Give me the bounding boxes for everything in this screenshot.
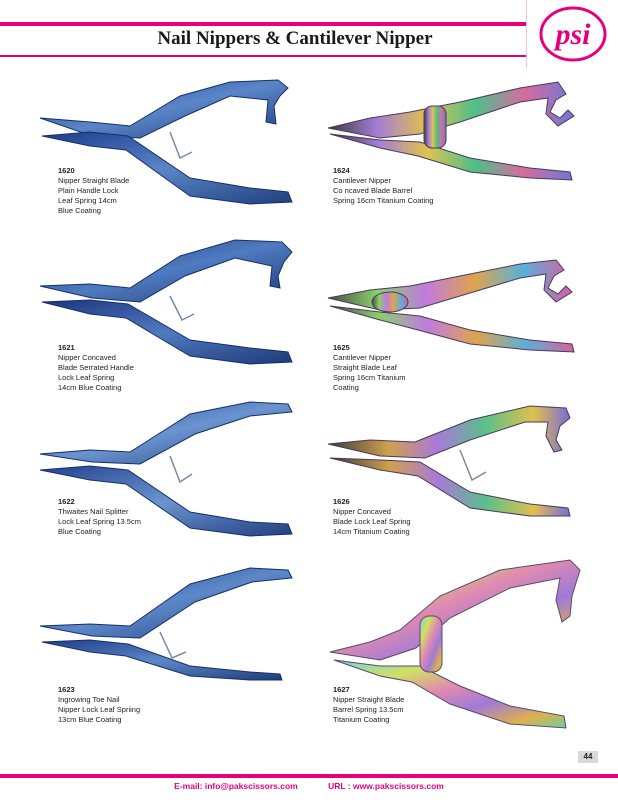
product-caption-1625: 1625 Cantilever Nipper Straight Blade Le… [333, 343, 406, 392]
product-caption-1627: 1627 Nipper Straight Blade Barrel Spring… [333, 685, 405, 724]
logo-text: psi [552, 18, 591, 51]
title-divider [0, 55, 618, 57]
product-caption-1623: 1623 Ingrowing Toe Nail Nipper Lock Leaf… [58, 685, 141, 724]
brand-logo: psi [526, 0, 618, 68]
product-caption-1624: 1624 Cantilever Nipper Co ncaved Blade B… [333, 166, 434, 205]
product-1624 [320, 72, 600, 262]
product-caption-1621: 1621 Nipper Concaved Blade Serrated Hand… [58, 343, 134, 392]
nipper-image [327, 405, 571, 517]
product-1621 [30, 232, 310, 422]
product-1622 [30, 394, 310, 584]
footer-contact: E-mail: info@pakscissors.com URL : www.p… [0, 781, 618, 791]
product-caption-1626: 1626 Nipper Concaved Blade Lock Leaf Spr… [333, 497, 411, 536]
product-1625 [320, 250, 600, 440]
product-1623 [30, 562, 310, 752]
footer-accent-bar [0, 774, 618, 778]
top-accent-bar [0, 22, 618, 26]
product-1620 [30, 66, 310, 256]
nipper-image [39, 79, 293, 205]
page-number: 44 [578, 751, 598, 763]
footer-url[interactable]: URL : www.pakscissors.com [328, 781, 444, 791]
nipper-image [327, 259, 575, 353]
nipper-image [329, 559, 581, 729]
product-1626 [320, 400, 600, 590]
nipper-image [39, 567, 293, 681]
product-caption-1620: 1620 Nipper Straight Blade Plain Handle … [58, 166, 130, 215]
product-1627 [320, 556, 600, 746]
nipper-image [39, 401, 293, 537]
product-caption-1622: 1622 Thwaites Nail Splitter Lock Leaf Sp… [58, 497, 141, 536]
page-title: Nail Nippers & Cantilever Nipper [157, 28, 433, 49]
nipper-image [39, 239, 293, 365]
footer-email[interactable]: E-mail: info@pakscissors.com [174, 781, 298, 791]
nipper-image [327, 81, 575, 181]
